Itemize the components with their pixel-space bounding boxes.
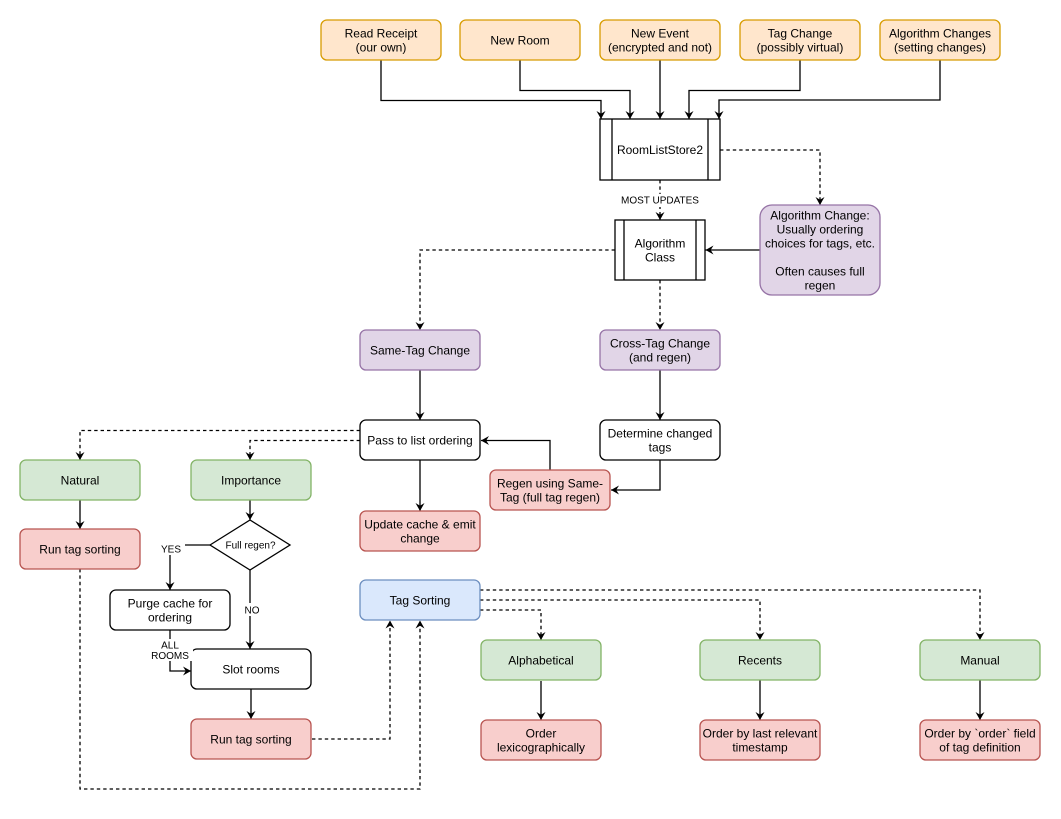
svg-text:Tag Sorting: Tag Sorting: [390, 593, 451, 607]
svg-text:lexicographically: lexicographically: [497, 740, 585, 754]
svg-text:RoomListStore2: RoomListStore2: [617, 143, 703, 157]
svg-text:ROOMS: ROOMS: [151, 651, 189, 662]
svg-text:tags: tags: [649, 440, 672, 454]
svg-text:Determine changed: Determine changed: [608, 426, 713, 440]
svg-text:Read Receipt: Read Receipt: [345, 26, 418, 40]
svg-text:Class: Class: [645, 250, 675, 264]
svg-text:(encrypted and not): (encrypted and not): [608, 40, 712, 54]
svg-text:choices for tags, etc.: choices for tags, etc.: [765, 236, 875, 250]
svg-text:Cross-Tag Change: Cross-Tag Change: [610, 336, 710, 350]
svg-text:ALL: ALL: [161, 641, 179, 652]
svg-text:Importance: Importance: [221, 473, 281, 487]
svg-text:Manual: Manual: [960, 653, 999, 667]
svg-text:change: change: [400, 531, 440, 545]
svg-text:Update cache & emit: Update cache & emit: [364, 517, 476, 531]
svg-text:Usually ordering: Usually ordering: [777, 222, 864, 236]
svg-text:Same-Tag Change: Same-Tag Change: [370, 343, 470, 357]
svg-text:Tag Change: Tag Change: [768, 26, 833, 40]
svg-text:Order: Order: [526, 726, 557, 740]
svg-text:Purge cache for: Purge cache for: [128, 596, 213, 610]
svg-text:Run tag sorting: Run tag sorting: [210, 732, 291, 746]
svg-text:(setting changes): (setting changes): [894, 40, 986, 54]
svg-text:Algorithm: Algorithm: [635, 236, 686, 250]
svg-text:Often causes full: Often causes full: [775, 264, 864, 278]
svg-text:Order by `order` field: Order by `order` field: [924, 726, 1035, 740]
svg-text:NO: NO: [245, 606, 260, 617]
svg-text:(our own): (our own): [356, 40, 407, 54]
svg-text:(possibly virtual): (possibly virtual): [757, 40, 844, 54]
svg-text:Alphabetical: Alphabetical: [508, 653, 573, 667]
svg-text:MOST UPDATES: MOST UPDATES: [621, 196, 699, 207]
svg-text:New Event: New Event: [631, 26, 690, 40]
svg-text:Recents: Recents: [738, 653, 782, 667]
svg-text:New Room: New Room: [490, 33, 549, 47]
svg-text:Natural: Natural: [61, 473, 100, 487]
svg-text:of tag definition: of tag definition: [939, 740, 1020, 754]
svg-text:Algorithm Changes: Algorithm Changes: [889, 26, 991, 40]
svg-text:Tag (full tag regen): Tag (full tag regen): [500, 490, 600, 504]
svg-text:Pass to list ordering: Pass to list ordering: [367, 433, 472, 447]
svg-text:YES: YES: [161, 545, 181, 556]
svg-text:(and regen): (and regen): [629, 350, 691, 364]
svg-text:Regen using Same-: Regen using Same-: [497, 476, 603, 490]
svg-text:Run tag sorting: Run tag sorting: [39, 542, 120, 556]
svg-text:ordering: ordering: [148, 610, 192, 624]
svg-text:Order by last relevant: Order by last relevant: [703, 726, 818, 740]
svg-text:regen: regen: [805, 278, 836, 292]
svg-text:Full regen?: Full regen?: [225, 541, 275, 552]
svg-text:timestamp: timestamp: [732, 740, 788, 754]
svg-text:Slot rooms: Slot rooms: [222, 662, 279, 676]
svg-text:Algorithm Change:: Algorithm Change:: [770, 208, 869, 222]
